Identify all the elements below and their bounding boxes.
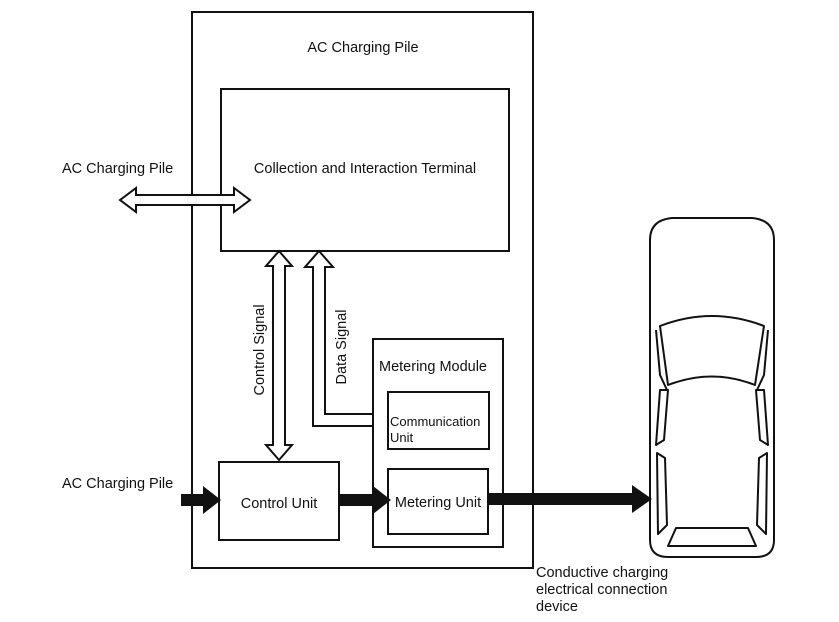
interaction-terminal-box	[220, 88, 510, 252]
communication-unit-label-line1: Communication	[390, 414, 480, 429]
connection-device-label-line3: device	[536, 599, 578, 615]
communication-unit-box	[387, 391, 490, 450]
data-signal-label: Data Signal	[334, 310, 350, 385]
power-arrow-control-to-metering	[339, 486, 391, 514]
power-output-arrow	[488, 485, 652, 513]
control-signal-label: Control Signal	[252, 304, 268, 395]
interaction-terminal-label: Collection and Interaction Terminal	[254, 161, 476, 177]
left-top-label: AC Charging Pile	[62, 161, 173, 177]
connection-device-label-line1: Conductive charging	[536, 565, 668, 581]
power-input-arrow	[181, 486, 221, 514]
left-bottom-label: AC Charging Pile	[62, 476, 173, 492]
metering-unit-box	[387, 468, 489, 535]
connection-device-label-line2: electrical connection	[536, 582, 667, 598]
metering-module-label: Metering Module	[379, 359, 487, 375]
charging-pile-title: AC Charging Pile	[307, 40, 418, 56]
electric-vehicle-icon	[649, 217, 775, 558]
communication-unit-label-line2: Unit	[390, 430, 414, 445]
control-unit-label: Control Unit	[241, 496, 318, 512]
control-signal-arrow	[263, 249, 295, 462]
bidirectional-arrow-external	[118, 186, 252, 214]
metering-unit-label: Metering Unit	[395, 495, 481, 511]
